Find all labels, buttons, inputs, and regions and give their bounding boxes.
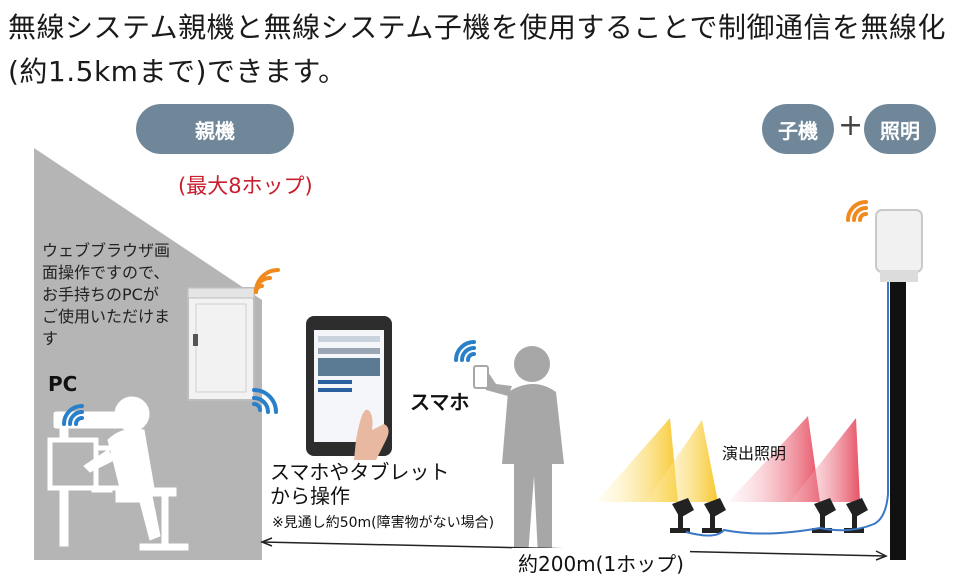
pc-label: PC <box>48 372 78 396</box>
lighting-badge: 照明 <box>864 104 936 154</box>
cabinet-icon <box>187 287 255 401</box>
spotlight-icon <box>670 498 694 533</box>
cable <box>685 274 889 537</box>
distance-label: 約200m(1ホップ) <box>512 548 690 577</box>
wifi-icon <box>62 404 84 426</box>
plus-sign: + <box>838 108 864 143</box>
max-hop-note: (最大8ホップ) <box>178 174 313 198</box>
spotlight-icon <box>844 498 868 533</box>
smartphone-user-icon <box>473 346 564 556</box>
tablet-operation-label: スマホやタブレットから操作 <box>270 460 450 508</box>
yellow-beam <box>596 418 678 502</box>
pc-note: ウェブブラウザ画面操作ですので、お手持ちのPCがご使用いただけます <box>42 241 171 348</box>
antenna-box-icon <box>875 209 923 282</box>
headline: 無線システム親機と無線システム子機を使用することで制御通信を無線化(約1.5km… <box>8 11 946 88</box>
wifi-icon <box>846 200 868 222</box>
smartphone-label: スマホ <box>410 390 470 414</box>
wifi-icon <box>254 268 280 294</box>
red-beam <box>790 418 860 502</box>
pc-user-icon <box>47 396 189 551</box>
wifi-icon <box>454 340 476 362</box>
spotlight-icon <box>702 498 726 533</box>
parent-unit-badge: 親機 <box>136 104 294 154</box>
yellow-beam <box>646 420 718 502</box>
line-of-sight-note: ※見通し約50m(障害物がない場合) <box>272 515 495 531</box>
spotlight-icon <box>812 498 836 533</box>
effect-lighting-label: 演出照明 <box>722 444 787 463</box>
child-unit-badge: 子機 <box>762 104 834 154</box>
wifi-icon <box>252 388 278 414</box>
tablet-icon <box>306 316 392 460</box>
red-beam <box>728 416 820 502</box>
pole <box>890 280 906 560</box>
